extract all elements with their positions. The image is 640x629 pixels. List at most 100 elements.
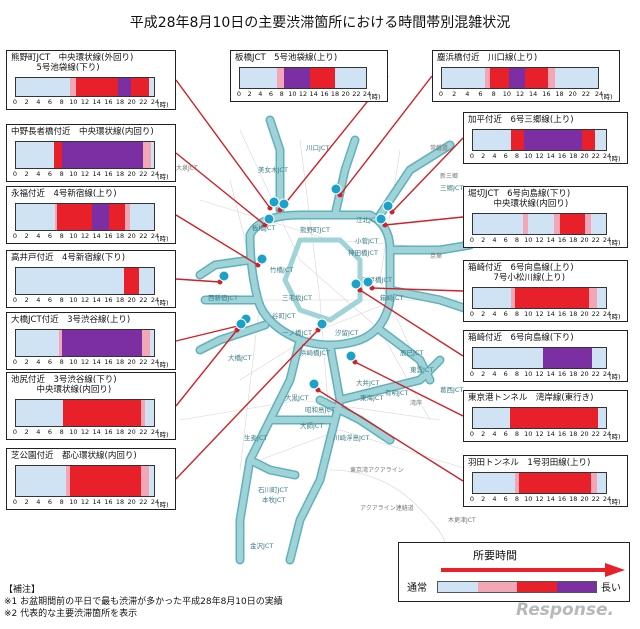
hour-segment [129,78,132,96]
hour-segment [578,214,580,234]
hour-segment [73,142,76,168]
hour-segment [602,214,604,234]
map-label: 谷町JCT [272,311,295,320]
hour-tick-label: 16 [557,236,567,244]
hour-segment [250,68,253,88]
hour-segment [502,408,505,428]
hour-segment [600,130,603,150]
hour-segment [89,466,91,496]
hour-segment [121,330,124,356]
hour-segment [523,348,526,368]
hour-segment [137,268,139,294]
hour-tick-label: 8 [59,498,64,506]
hour-tick-label: 24 [602,370,612,378]
hour-segment [16,330,18,356]
hour-segment [17,466,20,496]
hour-segment [137,142,139,168]
hour-segment [97,400,100,426]
hour-segment [348,68,351,88]
hour-segment [494,68,497,88]
hour-segment [500,473,503,493]
hour-segment [102,142,105,168]
hour-segment [107,330,109,356]
hour-segment [576,473,579,493]
hour-segment [261,68,263,88]
hour-segment [83,204,86,230]
hour-segment [69,330,72,356]
hour-segment [550,348,552,368]
hour-segment [64,142,66,168]
hour-segment [473,348,475,368]
hour-segment [596,288,599,308]
hour-segment [515,214,518,234]
hour-segment [62,330,65,356]
hour-segment [524,214,527,234]
hour-segment [533,214,536,234]
hour-segment [65,78,68,96]
hour-tick-label: 24 [594,90,604,98]
hour-segment [67,466,70,496]
hour-tick-label: 14 [546,430,555,438]
hour-tick-label: 10 [524,310,533,318]
hour-tick-label: 24 [362,90,372,98]
hour-tick-label: 0 [12,428,18,436]
hour-segment [505,288,508,308]
hour-segment [578,68,581,88]
hour-segment [550,68,553,88]
hour-segment [150,268,153,294]
hour-segment [19,268,22,294]
hour-segment [77,330,80,356]
hour-segment [125,330,128,356]
hour-segment [574,348,577,368]
callout-line [175,329,238,407]
hour-segment [570,408,573,428]
hour-segment [31,268,34,294]
hour-segment [48,204,51,230]
map-pin-icon [308,378,320,390]
hour-segment [487,214,490,234]
hour-segment [552,408,555,428]
hour-segment [94,330,96,356]
hour-segment [532,408,534,428]
map-label: 常磐道 [430,144,448,152]
callout-end [315,327,321,333]
hour-segment [102,268,105,294]
hour-tick-label: 20 [580,310,589,318]
hour-tick-label: 22 [591,370,600,378]
hour-tick-label: 16 [542,90,551,98]
hour-segment [77,78,80,96]
hour-segment [101,400,103,426]
hour-segment [140,268,143,294]
hour-segment [600,348,603,368]
hour-segment [565,68,568,88]
hour-segment [99,204,102,230]
hour-segment [40,330,43,356]
hour-segment [77,466,80,496]
legend-swatch-pink [477,582,517,592]
hour-tick-label: 10 [524,430,533,438]
page-title: 平成28年8月10日の主要渋滞箇所における時間帯別混雑状況 [129,15,511,31]
hour-segment [100,466,103,496]
hour-tick-label: 22 [352,90,361,98]
hour-segment [86,330,89,356]
hour-tick-label: 16 [104,98,113,106]
hour-segment [144,268,147,294]
hour-tick-label: 6 [503,236,508,244]
callout-line [175,152,266,226]
hour-tick-label: 22 [139,296,148,304]
hour-segment [598,288,601,308]
hour-segment [92,466,95,496]
map-pin-icon [278,198,290,210]
hour-segment [583,130,586,150]
hour-segment [31,204,34,230]
hour-segment [538,130,541,150]
hour-segment [58,78,61,96]
hour-segment [554,214,556,234]
hour-tick-label: 6 [47,232,53,240]
hour-segment [484,214,486,234]
hour-segment [65,268,68,294]
hour-segment [152,400,155,426]
hour-tick-label: 16 [104,498,113,506]
hour-segment [488,130,490,150]
